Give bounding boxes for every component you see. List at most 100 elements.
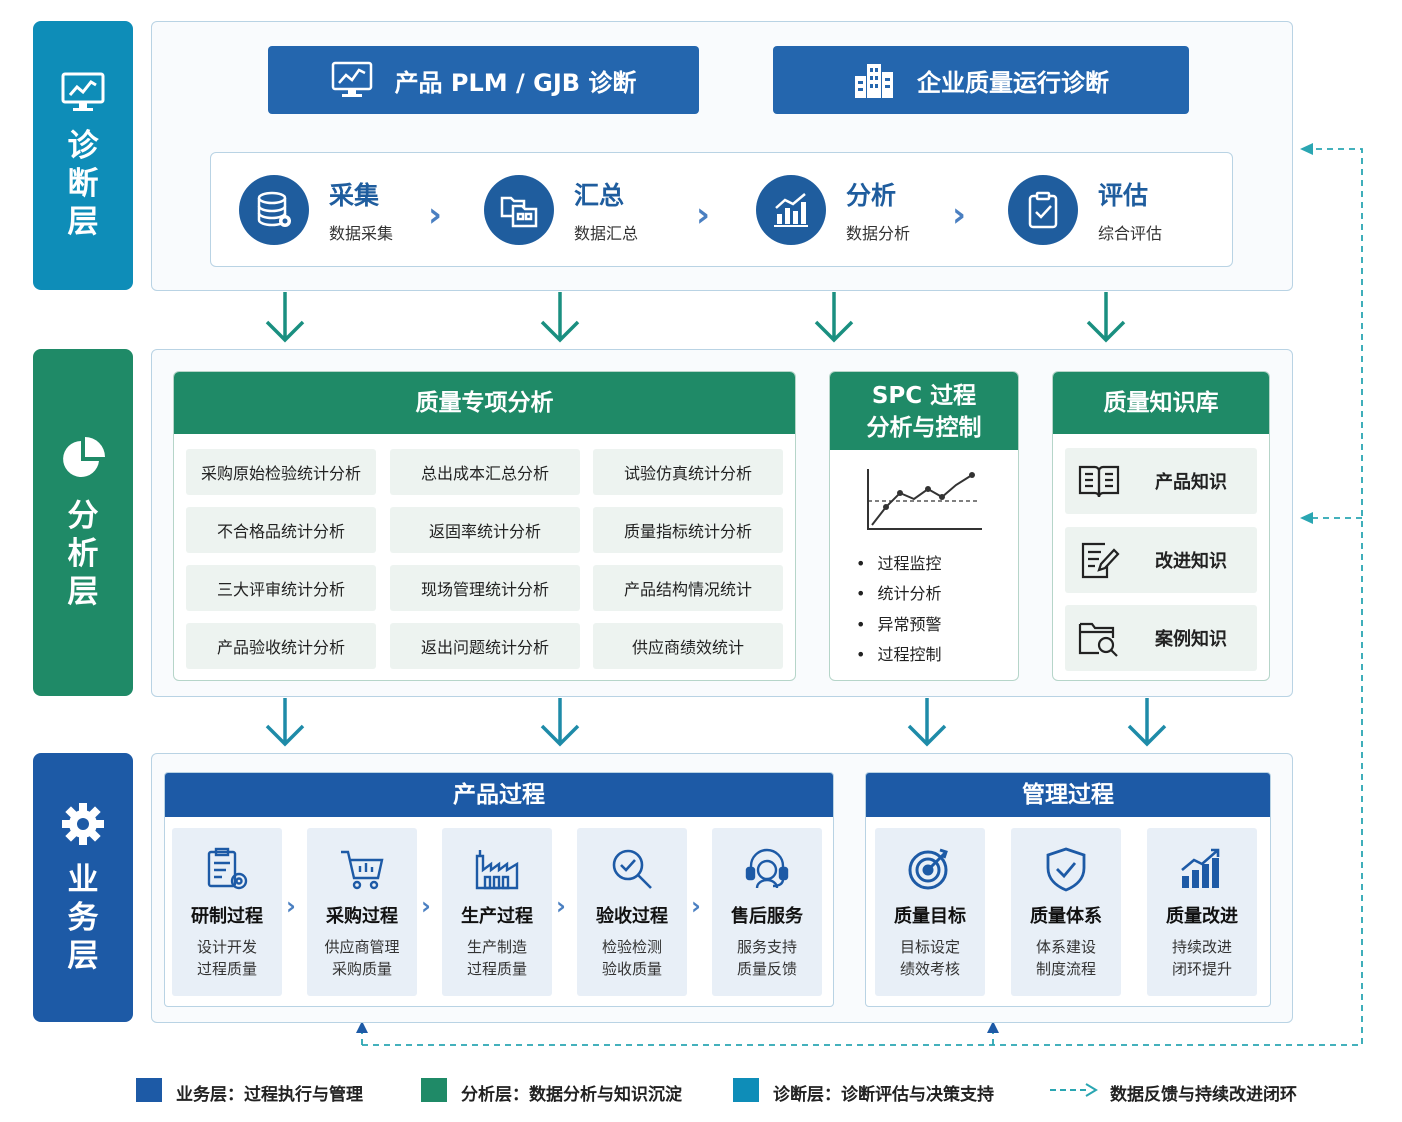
down-arrow-icon [814, 292, 854, 343]
special-analysis-item[interactable]: 供应商绩效统计 [593, 623, 783, 669]
legend-business: 业务层：过程执行与管理 [176, 1085, 363, 1105]
control-chart-icon [867, 469, 982, 530]
knowledge-item-label: 改进知识 [1155, 551, 1227, 572]
stage-summary: 汇总 数据汇总 [484, 175, 638, 245]
knowledge-item-label: 产品知识 [1155, 472, 1227, 493]
step-title: 研制过程 [191, 906, 263, 927]
stage-title: 分析 [846, 181, 897, 210]
down-arrow-icon [1127, 698, 1167, 747]
feedback-arrow-icon [1300, 512, 1313, 524]
knowledge-item-case[interactable]: 案例知识 [1065, 605, 1257, 671]
knowledge-item-label: 案例知识 [1155, 629, 1227, 650]
cart-icon [341, 850, 384, 890]
spc-title-line1: SPC 过程 [871, 383, 977, 409]
management-step-improve[interactable]: 质量改进 持续改进 闭环提升 [1147, 828, 1257, 996]
stage-title: 采集 [329, 181, 380, 210]
special-analysis-item[interactable]: 产品验收统计分析 [186, 623, 376, 669]
step-line2: 过程质量 [466, 960, 527, 978]
step-arrow-icon: › [556, 892, 566, 920]
edit-doc-icon [1081, 542, 1120, 579]
management-step-goal[interactable]: 质量目标 目标设定 绩效考核 [875, 828, 985, 996]
step-title: 售后服务 [731, 906, 803, 927]
stage-collect: 采集 数据采集 [239, 175, 393, 245]
special-analysis-item[interactable]: 产品结构情况统计 [593, 565, 783, 611]
product-process-title: 产品过程 [165, 773, 833, 817]
legend-swatch-analysis [421, 1078, 447, 1102]
diagnosis-layer-tag: 诊断层 [33, 21, 133, 290]
plm-gjb-diagnosis-button[interactable]: 产品 PLM / GJB 诊断 [268, 46, 699, 114]
product-step-acceptance[interactable]: 验收过程 检验检测 验收质量 [577, 828, 687, 996]
building-icon [855, 64, 893, 98]
special-analysis-item[interactable]: 返出问题统计分析 [390, 623, 580, 669]
step-line2: 制度流程 [1035, 960, 1096, 978]
enterprise-diagnosis-button[interactable]: 企业质量运行诊断 [773, 46, 1189, 114]
special-analysis-item[interactable]: 质量指标统计分析 [593, 507, 783, 553]
product-step-aftersales[interactable]: 售后服务 服务支持 质量反馈 [712, 828, 822, 996]
chevron-right-icon: › [428, 195, 443, 235]
knowledge-item-product[interactable]: 产品知识 [1065, 448, 1257, 514]
stage-subtitle: 综合评估 [1098, 224, 1163, 243]
step-title: 生产过程 [461, 906, 533, 927]
gear-icon [62, 802, 104, 845]
knowledge-item-improvement[interactable]: 改进知识 [1065, 527, 1257, 593]
special-analysis-item[interactable]: 返固率统计分析 [390, 507, 580, 553]
shield-check-icon [1046, 847, 1086, 892]
step-line2: 闭环提升 [1171, 960, 1232, 978]
spc-bullet: 统计分析 [856, 580, 941, 604]
special-analysis-item[interactable]: 不合格品统计分析 [186, 507, 376, 553]
product-step-purchase[interactable]: 采购过程 供应商管理 采购质量 [307, 828, 417, 996]
diagnosis-stage-box: 采集 数据采集 汇总 数据汇总 分析 数据分析 评估 综合评估 [210, 152, 1233, 267]
special-analysis-item[interactable]: 采购原始检验统计分析 [186, 449, 376, 495]
chevron-right-icon: › [696, 195, 711, 235]
folders-icon [484, 175, 554, 245]
step-title: 质量改进 [1166, 906, 1238, 927]
stage-subtitle: 数据汇总 [574, 224, 639, 243]
business-layer-tag: 业务层 [33, 753, 133, 1022]
product-step-rd[interactable]: 研制过程 设计开发 过程质量 [172, 828, 282, 996]
down-arrow-icon [265, 698, 305, 747]
monitor-chart-icon [61, 72, 105, 111]
knowledge-base-title: 质量知识库 [1053, 372, 1269, 434]
step-arrow-icon: › [691, 892, 701, 920]
down-arrow-icon [265, 292, 305, 343]
factory-icon [475, 850, 519, 890]
management-process-title: 管理过程 [866, 773, 1270, 817]
step-arrow-icon: › [421, 892, 431, 920]
step-line1: 供应商管理 [324, 938, 400, 956]
legend-analysis: 分析层：数据分析与知识沉淀 [461, 1085, 682, 1105]
step-line2: 过程质量 [196, 960, 257, 978]
growth-chart-icon [1181, 848, 1220, 888]
stage-subtitle: 数据采集 [329, 224, 394, 243]
special-analysis-item[interactable]: 试验仿真统计分析 [593, 449, 783, 495]
step-title: 采购过程 [326, 906, 398, 927]
database-icon [239, 175, 309, 245]
knowledge-base-card: 质量知识库 产品知识 改进知识 案例知识 [1052, 371, 1270, 681]
down-arrow-icon [1086, 292, 1126, 343]
target-icon [908, 848, 948, 890]
management-step-system[interactable]: 质量体系 体系建设 制度流程 [1011, 828, 1121, 996]
feedback-arrow-icon [1300, 143, 1313, 155]
special-analysis-item[interactable]: 三大评审统计分析 [186, 565, 376, 611]
product-step-production[interactable]: 生产过程 生产制造 过程质量 [442, 828, 552, 996]
magnifier-check-icon [612, 849, 652, 889]
special-analysis-item[interactable]: 总出成本汇总分析 [390, 449, 580, 495]
stage-title: 汇总 [574, 181, 625, 210]
down-arrow-icon [540, 698, 580, 747]
stage-analysis: 分析 数据分析 [756, 175, 910, 245]
diagnosis-layer-label: 诊断层 [67, 127, 99, 240]
clipboard-gear-icon [207, 847, 248, 890]
monitor-chart-icon [331, 61, 372, 97]
special-analysis-item[interactable]: 现场管理统计分析 [390, 565, 580, 611]
stage-title: 评估 [1098, 181, 1149, 210]
feedback-arrow-icon [356, 1021, 368, 1033]
step-title: 验收过程 [596, 906, 668, 927]
bar-chart-icon [756, 175, 826, 245]
step-line2: 绩效考核 [899, 960, 960, 978]
step-title: 质量目标 [894, 906, 966, 927]
business-layer-label: 业务层 [67, 861, 99, 974]
step-line2: 验收质量 [601, 960, 662, 978]
spc-bullet: 过程控制 [856, 641, 941, 665]
spc-bullet: 过程监控 [856, 550, 941, 574]
step-line1: 体系建设 [1035, 938, 1096, 956]
